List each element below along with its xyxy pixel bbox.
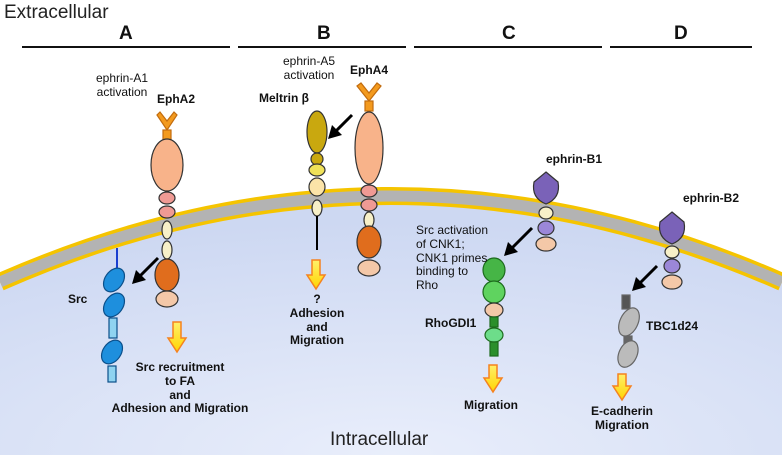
header-rule-c [414, 46, 602, 48]
arrow-outcome-d [611, 373, 633, 402]
meltrin-beta [306, 110, 328, 250]
src-kinase [100, 248, 126, 383]
note-line: binding to [416, 264, 469, 279]
note-line: Src activation [416, 223, 489, 237]
arrow-ephrinb1-to-cnk1 [504, 226, 534, 256]
panel-b-outcome: ? Adhesion and Migration [282, 292, 352, 348]
ephrin-b2-ligand [658, 211, 686, 290]
panel-d-header: D [674, 23, 688, 44]
rhogdi1-label: RhoGDI1 [425, 316, 477, 330]
arrow-epha2-to-src [132, 256, 160, 284]
epha4-label: EphA4 [350, 63, 389, 77]
stimulus-line: activation [96, 84, 148, 99]
outcome-line: Adhesion and Migration [111, 401, 249, 416]
ephrin-b1-label: ephrin-B1 [546, 152, 603, 166]
outcome-line: to FA [165, 373, 195, 388]
note-line: CNK1 primes [416, 250, 488, 265]
panel-b-header: B [317, 23, 331, 44]
stimulus-line: ephrin-A1 [95, 71, 149, 85]
epha2-label: EphA2 [157, 92, 196, 106]
panel-d-outcome: E-cadherin Migration [570, 404, 674, 433]
ephrin-b2-label: ephrin-B2 [683, 191, 740, 205]
panel-c-note: Src activation of CNK1; CNK1 primes bind… [416, 223, 489, 293]
arrow-epha4-to-meltrin [328, 113, 354, 139]
panel-a-outcome: Src recruitment to FA and Adhesion and M… [100, 360, 260, 416]
outcome-line: ? [313, 292, 321, 306]
note-line: of CNK1; [416, 236, 465, 251]
epha2-ligand-binding-domain [156, 111, 178, 132]
outcome-line: E-cadherin [590, 404, 653, 418]
outcome-line: Adhesion [289, 305, 345, 320]
cnk1-rhogdi1-complex [482, 257, 506, 357]
stimulus-line: ephrin-A5 [282, 54, 336, 68]
arrow-outcome-b [305, 259, 327, 291]
stimulus-line: activation [283, 67, 335, 82]
panel-a-header: A [119, 23, 133, 44]
panel-a-stimulus: ephrin-A1 activation [82, 71, 162, 100]
header-rule-a [22, 46, 230, 48]
tbc1d24-label: TBC1d24 [646, 319, 699, 333]
header-rule-b [238, 46, 406, 48]
header-rule-d [610, 46, 752, 48]
epha4-ligand-binding-domain [356, 82, 382, 102]
tbc1d24 [617, 294, 640, 368]
ephrin-b1-ligand [532, 171, 560, 252]
extracellular-label: Extracellular [4, 2, 109, 23]
note-line: Rho [416, 278, 439, 293]
panel-b-stimulus: ephrin-A5 activation [272, 54, 346, 83]
arrow-outcome-a [166, 321, 188, 354]
epha2-receptor [150, 111, 184, 308]
outcome-line: Migration [290, 333, 344, 348]
arrow-outcome-c [482, 364, 504, 394]
outcome-line: Migration [595, 417, 649, 432]
intracellular-label: Intracellular [330, 429, 429, 450]
outcome-line: Src recruitment [135, 360, 225, 374]
panel-c-header: C [502, 23, 516, 44]
outcome-line: and [169, 387, 191, 402]
src-label: Src [68, 292, 88, 306]
meltrin-beta-label: Meltrin β [259, 91, 309, 105]
cytoplasm [0, 196, 782, 455]
arrow-ephrinb2-to-tbc1d24 [632, 264, 659, 291]
outcome-line: and [306, 319, 328, 334]
epha4-receptor [354, 82, 384, 277]
panel-c-outcome: Migration [464, 398, 518, 412]
